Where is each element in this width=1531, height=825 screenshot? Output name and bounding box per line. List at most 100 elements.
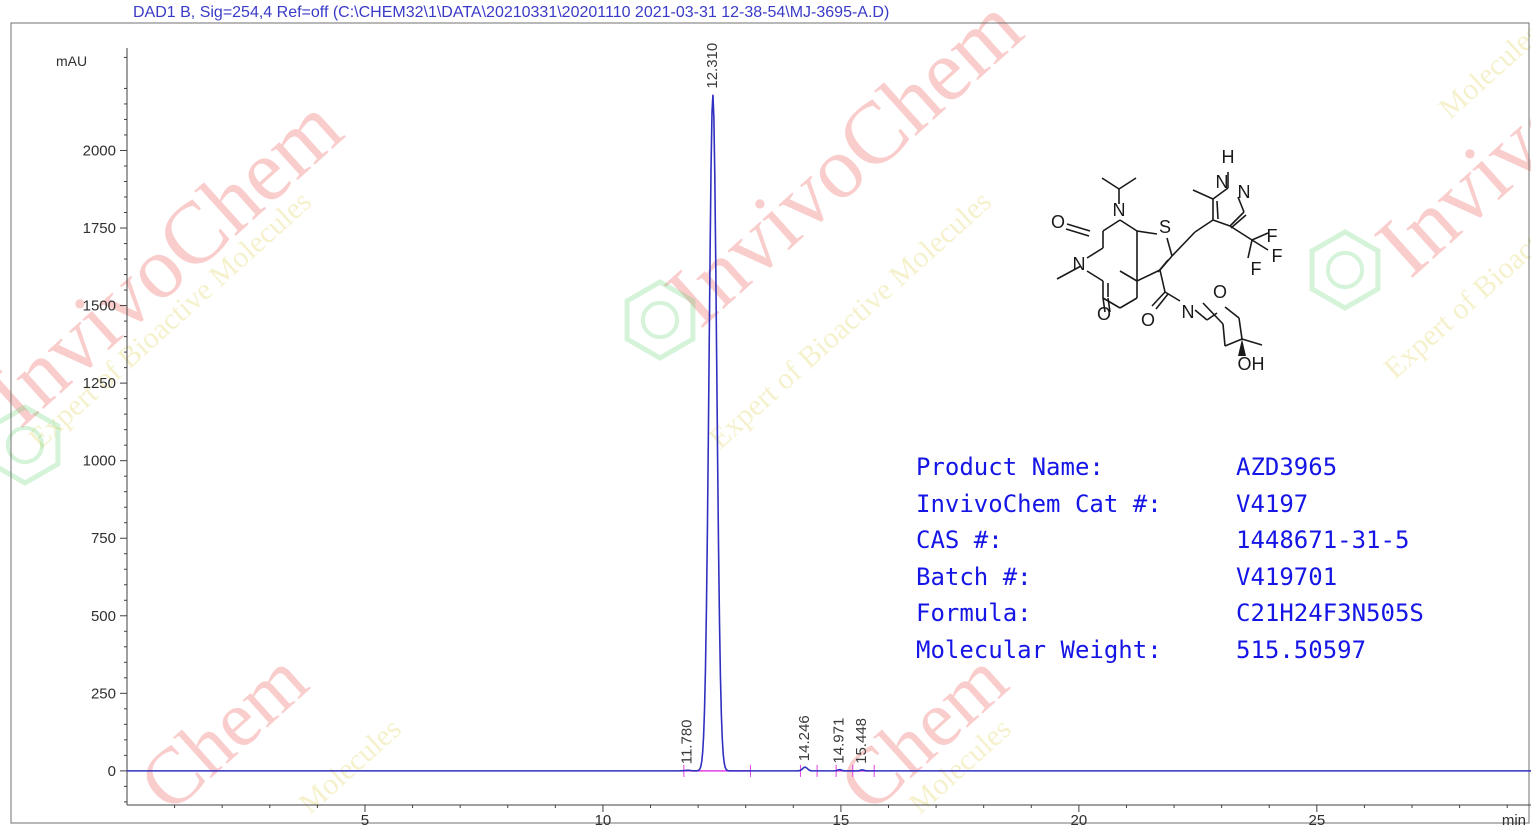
bond — [1222, 323, 1226, 347]
bond — [1159, 269, 1166, 293]
info-row-cat-number: InvivoChem Cat #: V4197 — [916, 486, 1424, 523]
bond — [1251, 239, 1269, 251]
bond — [1206, 312, 1218, 321]
chart-frame — [10, 22, 1530, 824]
info-label: Molecular Weight: — [916, 635, 1162, 664]
atom-label: F — [1267, 226, 1278, 246]
bond — [1101, 177, 1120, 190]
bond — [1155, 293, 1169, 310]
bond — [1237, 196, 1245, 213]
bond — [1251, 232, 1269, 241]
x-tick-label: 10 — [595, 812, 612, 825]
bond — [1102, 297, 1106, 313]
watermark-text: InvivoChem — [0, 78, 360, 444]
atom-label: N — [1238, 182, 1251, 202]
bond — [1224, 338, 1243, 347]
bond — [1202, 302, 1224, 325]
y-tick-label: 750 — [91, 530, 116, 547]
bond — [1230, 214, 1247, 229]
bond — [1229, 211, 1245, 227]
watermark-logo-icon — [640, 300, 680, 340]
bond — [1157, 259, 1169, 273]
x-tick-label: 5 — [361, 812, 369, 825]
bond — [1066, 223, 1091, 232]
bond — [1224, 306, 1240, 319]
y-tick-label: 0 — [108, 763, 116, 780]
watermark-logo-icon — [5, 425, 45, 465]
bond — [1065, 228, 1090, 237]
product-info-block: Product Name: AZD3965 InvivoChem Cat #: V4… — [916, 449, 1424, 668]
watermark-text: Molecules — [293, 712, 408, 820]
atom-label: N — [1182, 302, 1195, 322]
info-label: Formula: — [916, 599, 1032, 627]
watermark-logo-icon — [1325, 250, 1365, 290]
info-label: Product Name: — [916, 453, 1104, 481]
atom-label: O — [1097, 304, 1111, 324]
x-tick-label: 15 — [833, 812, 850, 825]
atom-label: O — [1141, 310, 1155, 330]
x-tick-label: 20 — [1071, 812, 1088, 825]
atom-label: F — [1251, 259, 1262, 279]
bond — [1212, 187, 1229, 200]
info-value: V419701 — [1236, 562, 1338, 591]
info-label: InvivoChem Cat #: — [916, 489, 1162, 518]
info-row-formula: Formula: C21H24F3N505S — [916, 595, 1424, 632]
bond — [1247, 239, 1253, 259]
bond — [1194, 309, 1208, 321]
bond — [1086, 270, 1104, 282]
info-row-batch: Batch #: V419701 — [916, 559, 1424, 596]
bond — [1192, 189, 1214, 200]
bond — [1171, 231, 1196, 257]
info-value: V4197 — [1236, 489, 1309, 518]
watermark-logo-icon — [624, 279, 696, 361]
bond — [1229, 225, 1253, 241]
y-axis-label: mAU — [56, 53, 87, 69]
atom-label: O — [1213, 282, 1227, 302]
atom-label: F — [1272, 246, 1283, 266]
info-value: AZD3965 — [1236, 453, 1338, 481]
atom-label: S — [1159, 217, 1171, 237]
info-value: C21H24F3N505S — [1236, 599, 1424, 627]
y-tick-label: 500 — [91, 608, 116, 625]
bond — [1136, 269, 1161, 282]
bond — [1166, 237, 1173, 257]
info-row-cas: CAS #: 1448671-31-5 — [916, 522, 1424, 559]
atom-label: N — [1216, 172, 1229, 192]
bond — [1056, 265, 1082, 280]
bond — [1118, 177, 1137, 190]
info-label: CAS #: — [916, 526, 1003, 554]
atom-label: N — [1113, 200, 1126, 220]
peak-label: 14.246 — [796, 715, 813, 761]
bond — [1212, 219, 1231, 227]
bond — [1216, 200, 1219, 220]
bond — [1107, 297, 1111, 313]
info-label: Batch #: — [916, 562, 1032, 591]
signal-trace — [127, 94, 1531, 772]
info-value: 515.50597 — [1236, 635, 1367, 664]
atom-label: O — [1051, 212, 1065, 232]
x-tick-label: 25 — [1308, 812, 1325, 825]
bond — [1119, 219, 1138, 232]
bond — [1136, 230, 1158, 235]
atom-label: N — [1073, 254, 1086, 274]
y-tick-label: 2000 — [83, 142, 116, 159]
bond — [1241, 338, 1263, 346]
peak-label: 11.780 — [679, 719, 696, 764]
peak-label: 15.448 — [853, 718, 870, 764]
bond — [1194, 219, 1214, 233]
y-tick-label: 1000 — [83, 453, 116, 470]
bond — [1102, 219, 1121, 232]
info-row-molecular-weight: Molecular Weight: 515.50597 — [916, 632, 1424, 669]
atom-label: H — [1222, 147, 1235, 167]
stereo-wedge — [1238, 339, 1246, 356]
watermark-logo-icon — [0, 404, 61, 486]
bond — [1164, 291, 1181, 302]
info-value: 1448671-31-5 — [1236, 526, 1410, 554]
bond — [1238, 317, 1243, 340]
y-tick-label: 1500 — [83, 298, 116, 315]
bond — [1086, 247, 1104, 259]
peak-label: 12.310 — [704, 43, 721, 89]
